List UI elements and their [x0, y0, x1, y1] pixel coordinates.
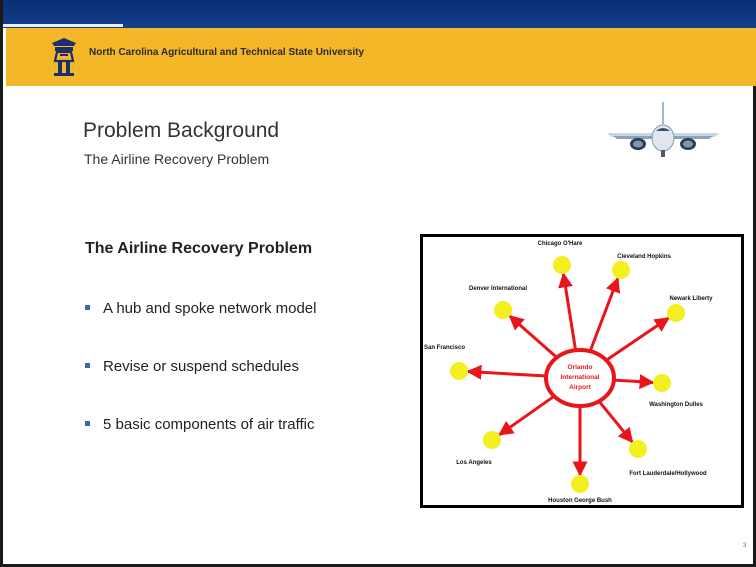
slide-subtitle: The Airline Recovery Problem: [84, 151, 270, 167]
university-name: North Carolina Agricultural and Technica…: [89, 47, 365, 58]
spoke-arrow: [605, 316, 670, 362]
airport-node: [667, 304, 685, 322]
hub-label-line: Orlando: [568, 364, 593, 371]
bullet-icon: [85, 362, 90, 368]
bullet-item: 5 basic components of air traffic: [85, 416, 315, 433]
spoke-arrow: [597, 400, 634, 444]
spoke-arrow: [508, 314, 558, 359]
header-bar: [6, 28, 756, 86]
page-number: 3: [743, 543, 747, 549]
spoke-arrow: [498, 394, 556, 437]
airport-label: Cleveland Hopkins: [617, 254, 671, 260]
top-band: [3, 0, 756, 28]
section-heading: The Airline Recovery Problem: [85, 240, 313, 257]
hub-node: [544, 348, 616, 408]
airport-label: Chicago O'Hare: [538, 241, 583, 247]
university-logo: [52, 38, 76, 76]
airport-node: [450, 362, 468, 380]
spoke-arrow: [466, 364, 547, 380]
airport-node: [612, 261, 630, 279]
airport-node: [483, 431, 501, 449]
bullet-item: Revise or suspend schedules: [85, 358, 299, 375]
bullet-text: A hub and spoke network model: [103, 300, 317, 317]
airport-label: Fort Lauderdale/Hollywood: [629, 471, 707, 477]
bullet-icon: [85, 420, 90, 426]
airport-label: San Francisco: [424, 345, 465, 351]
hub-spoke-svg: Orlando International Airport Chicago O'…: [424, 241, 713, 504]
hub-spoke-diagram: Orlando International Airport Chicago O'…: [420, 234, 744, 508]
airport-node: [629, 440, 647, 458]
bullet-icon: [85, 304, 90, 310]
spoke-arrow: [588, 277, 621, 352]
airport-node: [553, 256, 571, 274]
airport-label: Newark Liberty: [669, 296, 713, 302]
airport-node: [494, 301, 512, 319]
airport-label: Houston George Bush: [548, 498, 612, 504]
airport-label: Washington Dulles: [649, 402, 703, 408]
airport-node: [571, 475, 589, 493]
top-band-accent: [3, 24, 123, 27]
slide-title: Problem Background: [83, 119, 280, 142]
airport-label: Denver International: [469, 286, 527, 292]
hub-label-line: International: [560, 374, 599, 381]
bullet-text: 5 basic components of air traffic: [103, 416, 315, 433]
bullet-item: A hub and spoke network model: [85, 300, 316, 317]
airplane-image: [607, 102, 719, 157]
airport-label: Los Angeles: [456, 460, 492, 466]
airport-node: [653, 374, 671, 392]
hub-label-line: Airport: [569, 384, 592, 391]
bullet-text: Revise or suspend schedules: [103, 358, 299, 375]
spoke-arrow: [613, 374, 655, 390]
spoke-arrow: [558, 272, 578, 351]
